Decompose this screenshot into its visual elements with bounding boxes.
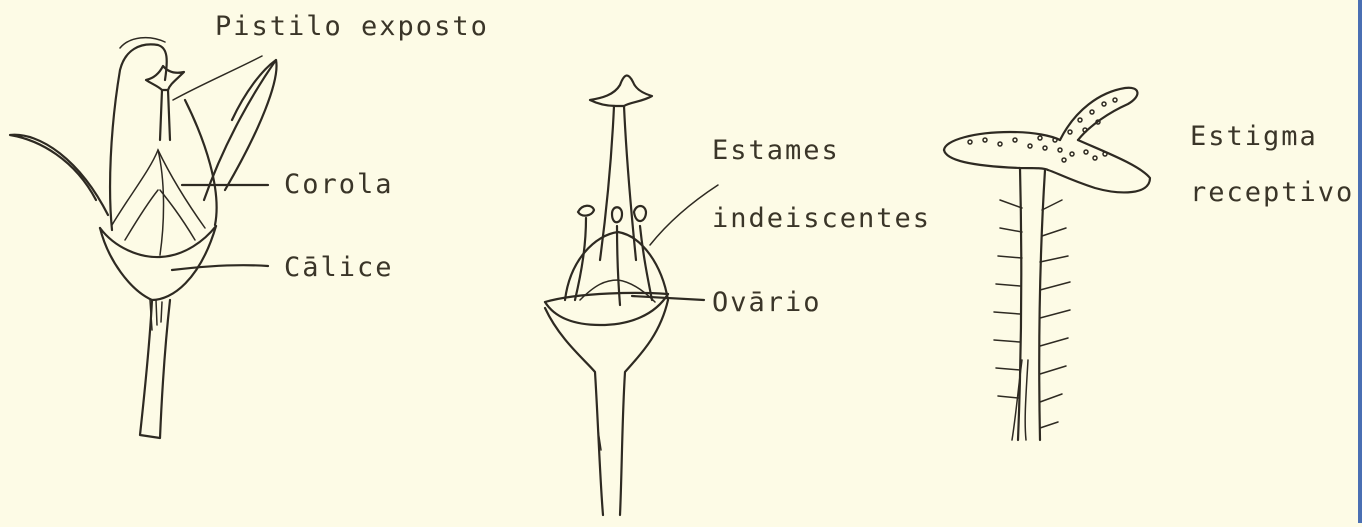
stigma-drawing: [944, 88, 1150, 440]
label-pistilo-exposto: Pistilo exposto: [215, 12, 489, 42]
right-edge-strip: [1358, 0, 1362, 523]
label-corola: Corola: [284, 170, 394, 200]
label-ovario: Ovārio: [712, 288, 822, 318]
label-calice: Cālice: [284, 253, 394, 283]
label-estames-line2: indeiscentes: [712, 204, 931, 234]
flower-bud-drawing: [10, 38, 277, 438]
flower-section-drawing: [545, 76, 718, 515]
label-estames-line1: Estames: [712, 136, 840, 166]
label-estigma-line1: Estigma: [1190, 122, 1318, 152]
label-estigma-line2: receptivo: [1190, 178, 1354, 208]
